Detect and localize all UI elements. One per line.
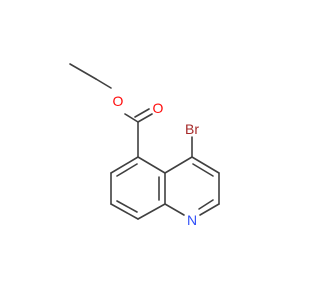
bond-ch2-ester-o (95, 78, 112, 89)
bond-c2-n1-inner (198, 199, 214, 210)
bond-c6-c5 (110, 156, 139, 174)
bond-c2-n1 (199, 203, 220, 216)
structure-diagram: O O Br N (69, 63, 220, 228)
bond-carbonyl-double-b (134, 108, 150, 118)
bond-c3-c4-inner (192, 163, 214, 177)
bond-ch3-ch2 (69, 63, 97, 80)
bond-ester-o-carbonyl-c (124, 113, 139, 123)
bond-carbonyl-double-a (137, 113, 153, 123)
bond-c4a-c4 (164, 156, 193, 174)
carbonyl-oxygen-label: O (153, 100, 164, 116)
bond-n1-c8a (164, 203, 185, 216)
bond-c5-c6-inner (116, 163, 138, 177)
bromine-label: Br (185, 121, 199, 137)
ring-nitrogen-label: N (187, 212, 197, 228)
bond-c8a-c8 (137, 203, 166, 220)
bond-c5-c4a (137, 156, 166, 174)
bond-c4-c3 (191, 156, 220, 174)
bond-c8-c7 (110, 203, 139, 220)
bond-c7-c8-inner (116, 200, 138, 213)
ester-oxygen-label: O (113, 93, 124, 109)
